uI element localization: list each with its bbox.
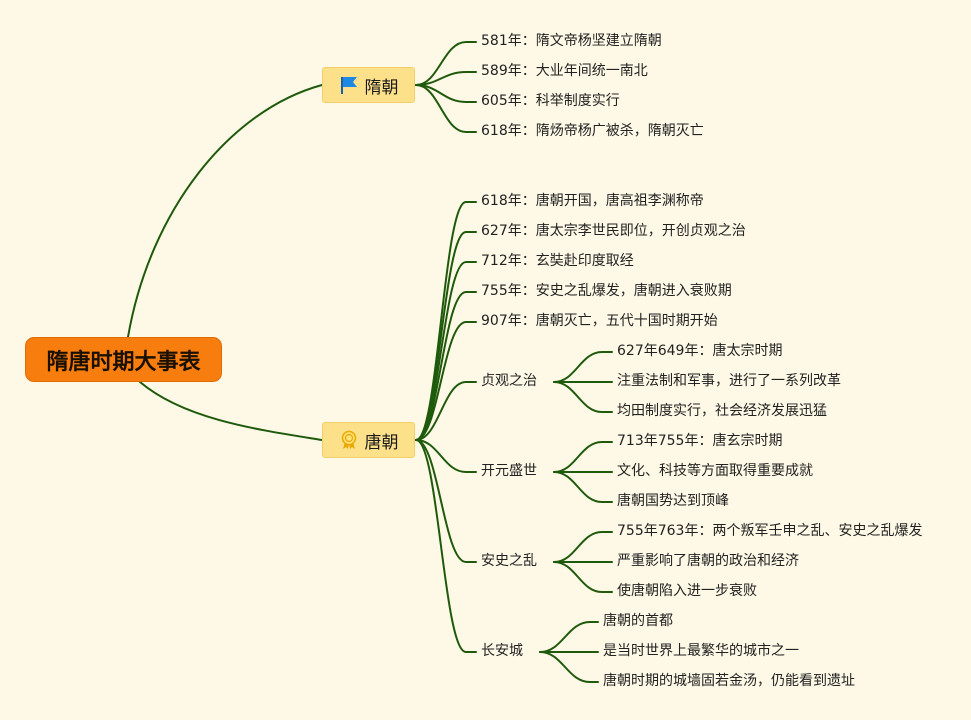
detail-item[interactable]: 唐朝国势达到顶峰 (617, 493, 729, 509)
detail-item[interactable]: 755年763年：两个叛军壬申之乱、安史之乱爆发 (617, 523, 923, 539)
event-item[interactable]: 581年：隋文帝杨坚建立隋朝 (481, 33, 662, 49)
tang-item-line (415, 261, 477, 441)
zhenguan-item-line (553, 351, 613, 383)
detail-item[interactable]: 均田制度实行，社会经济发展迅猛 (617, 403, 827, 419)
branch-label: 隋朝 (364, 77, 399, 98)
flag-icon (340, 77, 357, 94)
event-item[interactable]: 755年：安史之乱爆发，唐朝进入衰败期 (481, 283, 732, 299)
detail-item[interactable]: 713年755年：唐玄宗时期 (617, 433, 783, 449)
branch-label: 唐朝 (364, 432, 399, 453)
kaiyuan-item-line (553, 441, 613, 473)
zhenguan-item-line (553, 381, 613, 413)
subtopic-anshi[interactable]: 安史之乱 (481, 553, 537, 569)
changan-item-line (539, 621, 599, 653)
detail-item[interactable]: 注重法制和军事，进行了一系列改革 (617, 373, 841, 389)
event-item[interactable]: 618年：隋炀帝杨广被杀，隋朝灭亡 (481, 123, 704, 139)
tang-item-line (415, 439, 477, 563)
root-to-tang-line (139, 381, 323, 441)
kaiyuan-item-line (553, 471, 613, 503)
detail-item[interactable]: 严重影响了唐朝的政治和经济 (617, 553, 799, 569)
event-item[interactable]: 618年：唐朝开国，唐高祖李渊称帝 (481, 193, 704, 209)
detail-item[interactable]: 唐朝的首都 (603, 613, 673, 629)
tang-item-line (415, 381, 477, 441)
root-to-sui-line (127, 84, 323, 338)
event-item[interactable]: 605年：科举制度实行 (481, 93, 620, 109)
changan-item-line (539, 651, 599, 683)
medal-icon (341, 430, 356, 449)
anshi-item-line (553, 531, 613, 563)
detail-item[interactable]: 是当时世界上最繁华的城市之一 (603, 643, 799, 659)
tang-item-line (415, 439, 477, 653)
subtopic-zhenguan[interactable]: 贞观之治 (481, 373, 537, 389)
detail-item[interactable]: 文化、科技等方面取得重要成就 (617, 463, 813, 479)
event-item[interactable]: 712年：玄奘赴印度取经 (481, 253, 634, 269)
detail-item[interactable]: 唐朝时期的城墙固若金汤，仍能看到遗址 (603, 673, 855, 689)
sui-item-line (415, 84, 477, 133)
sui-item-line (415, 41, 477, 86)
event-item[interactable]: 589年：大业年间统一南北 (481, 63, 648, 79)
anshi-item-line (553, 561, 613, 593)
detail-item[interactable]: 使唐朝陷入进一步衰败 (617, 583, 757, 599)
event-item[interactable]: 627年：唐太宗李世民即位，开创贞观之治 (481, 223, 746, 239)
root-topic[interactable]: 隋唐时期大事表 (25, 337, 222, 382)
subtopic-changan[interactable]: 长安城 (481, 643, 523, 659)
tang-item-line (415, 439, 477, 473)
branch-tang[interactable]: 唐朝 (322, 422, 415, 458)
event-item[interactable]: 907年：唐朝灭亡，五代十国时期开始 (481, 313, 718, 329)
branch-sui[interactable]: 隋朝 (322, 67, 415, 103)
tang-item-line (415, 291, 477, 441)
detail-item[interactable]: 627年649年：唐太宗时期 (617, 343, 783, 359)
subtopic-kaiyuan[interactable]: 开元盛世 (481, 463, 537, 479)
tang-item-line (415, 321, 477, 441)
